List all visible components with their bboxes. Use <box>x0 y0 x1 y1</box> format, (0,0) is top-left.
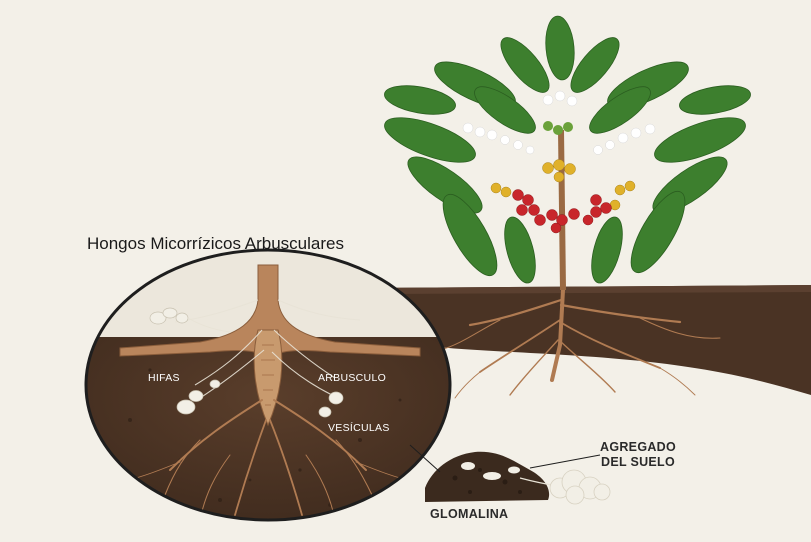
label-hifas: HIFAS <box>148 372 180 384</box>
plant-stem <box>561 130 563 290</box>
label-arbusculo: ARBUSCULO <box>318 372 386 384</box>
label-vesiculas: VESÍCULAS <box>328 422 390 434</box>
label-agregado-line2: DEL SUELO <box>600 455 676 470</box>
diagram-title: Hongos Micorrízicos Arbusculares <box>87 234 344 254</box>
green-cherries <box>543 121 573 135</box>
label-glomalina: GLOMALINA <box>430 507 508 521</box>
plant-leaves <box>379 15 752 286</box>
glomalin-cloud <box>550 470 610 504</box>
label-agregado-line1: AGREGADO <box>600 440 676 455</box>
label-agregado-del-suelo: AGREGADO DEL SUELO <box>600 440 676 470</box>
soil-aggregate <box>425 452 558 502</box>
